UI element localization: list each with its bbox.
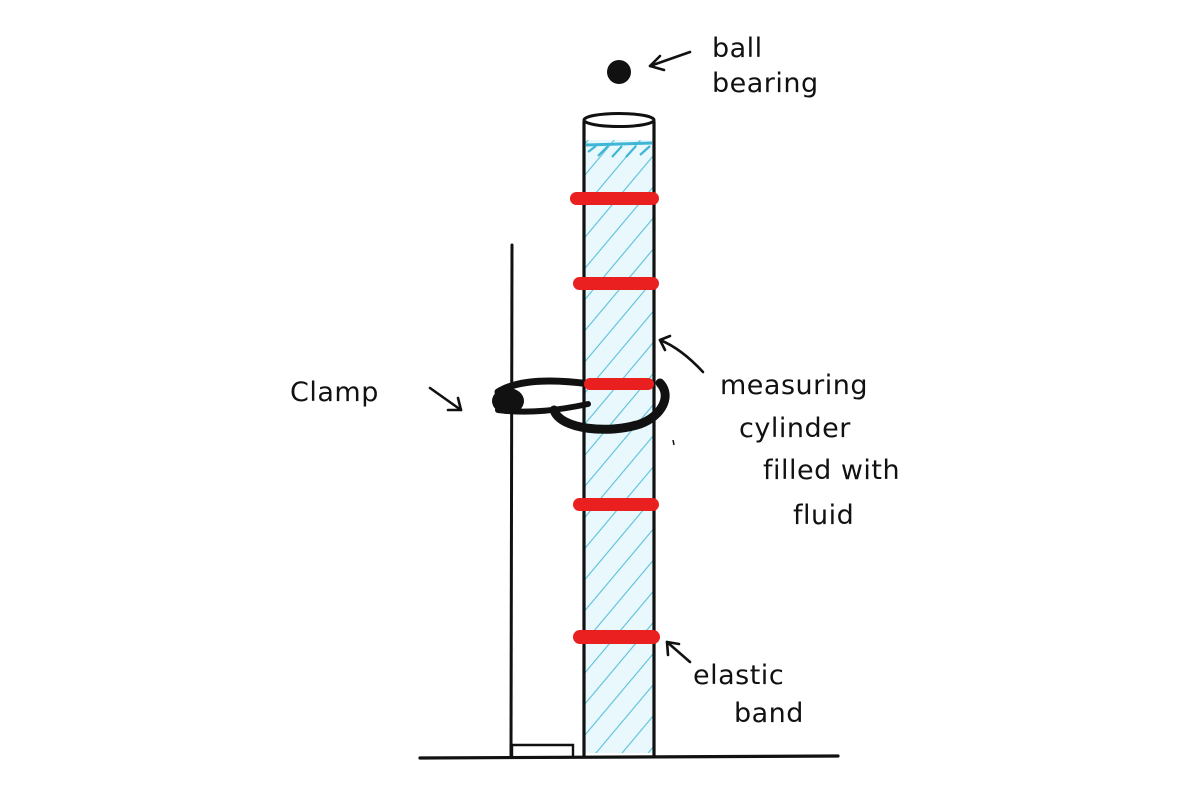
arrow-clamp bbox=[428, 386, 463, 412]
tick-mark bbox=[672, 439, 675, 446]
elastic-band bbox=[573, 630, 660, 644]
clamp bbox=[492, 377, 670, 434]
elastic-band bbox=[573, 277, 659, 290]
elastic-band bbox=[584, 378, 654, 390]
elastic-bands bbox=[570, 192, 660, 644]
label-measuring-cylinder-line2: cylinder bbox=[739, 413, 851, 444]
label-measuring-cylinder-line1: measuring bbox=[720, 370, 868, 401]
label-measuring-cylinder-line3: filled with bbox=[763, 455, 901, 486]
label-measuring-cylinder-line4: fluid bbox=[793, 500, 855, 531]
label-clamp: Clamp bbox=[290, 377, 379, 408]
arrow-ball-bearing bbox=[648, 50, 692, 72]
label-ball-bearing-line1: ball bbox=[712, 33, 763, 64]
label-elastic-band-line1: elastic bbox=[693, 660, 785, 691]
fluid-fill bbox=[585, 140, 653, 753]
retort-stand bbox=[418, 243, 840, 760]
label-elastic-band-line2: band bbox=[734, 698, 804, 729]
measuring-cylinder bbox=[582, 112, 656, 758]
arrow-measuring-cylinder bbox=[658, 334, 705, 374]
arrow-elastic-band bbox=[665, 640, 692, 664]
label-ball-bearing-line2: bearing bbox=[712, 68, 819, 99]
elastic-band bbox=[570, 192, 659, 205]
elastic-band bbox=[573, 498, 659, 511]
ball-bearing bbox=[607, 60, 631, 84]
arrows bbox=[428, 50, 705, 664]
fluid-surface bbox=[585, 141, 653, 158]
